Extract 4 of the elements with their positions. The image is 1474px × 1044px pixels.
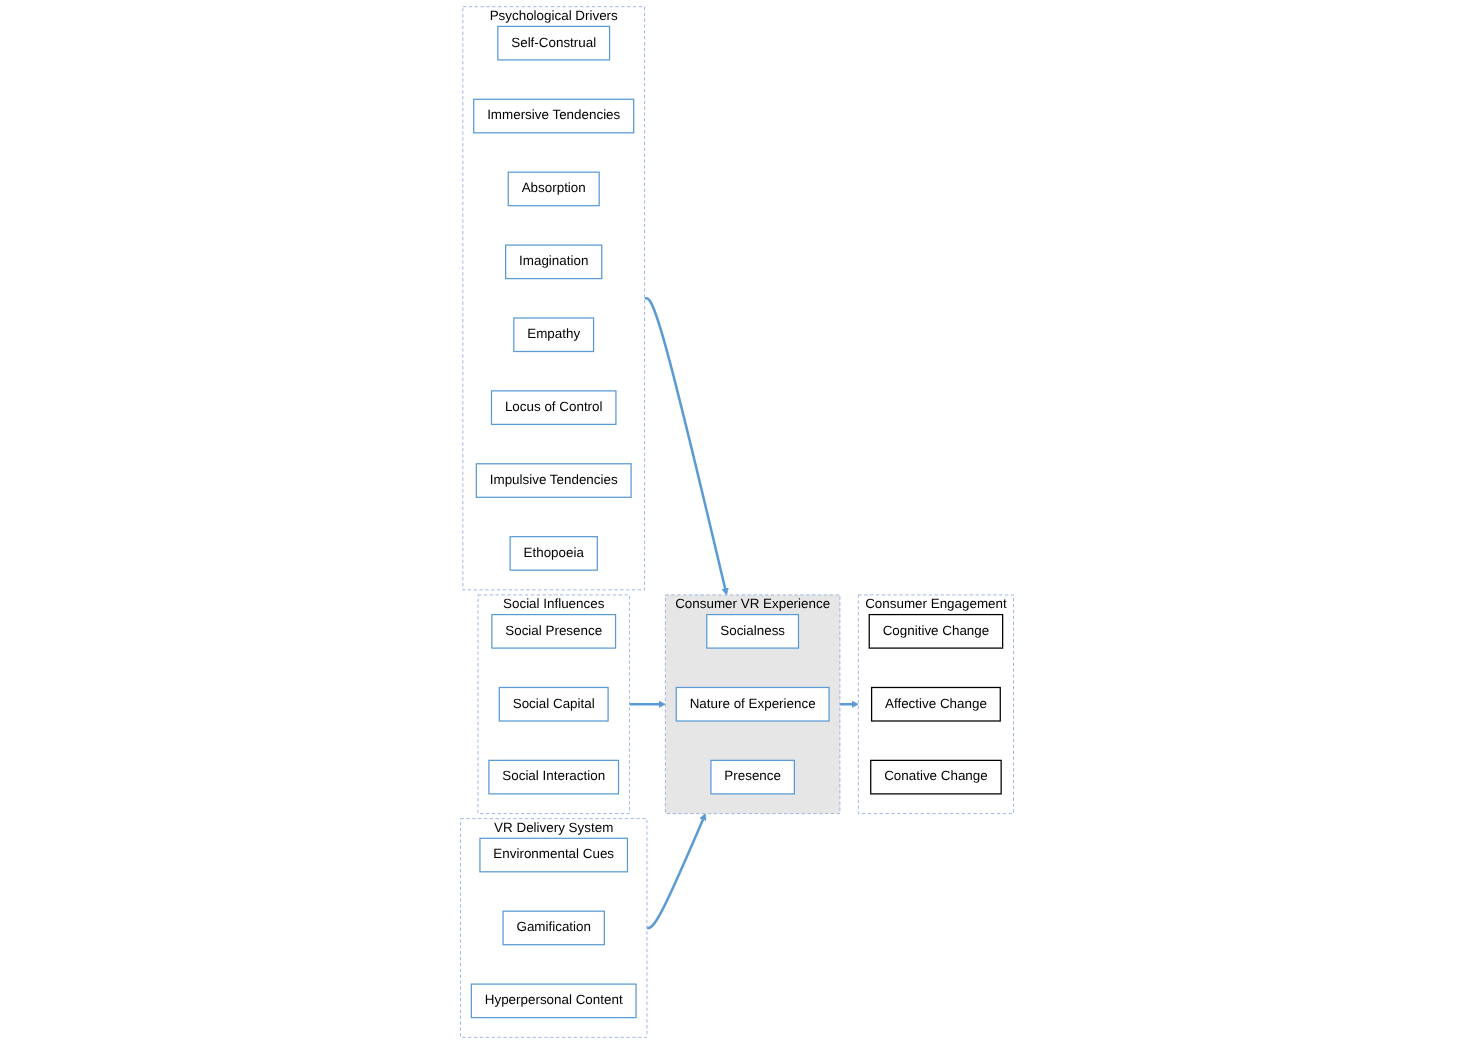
arrow — [646, 813, 707, 930]
arrow — [629, 700, 666, 708]
arrow — [644, 297, 729, 596]
arrow — [839, 700, 859, 708]
